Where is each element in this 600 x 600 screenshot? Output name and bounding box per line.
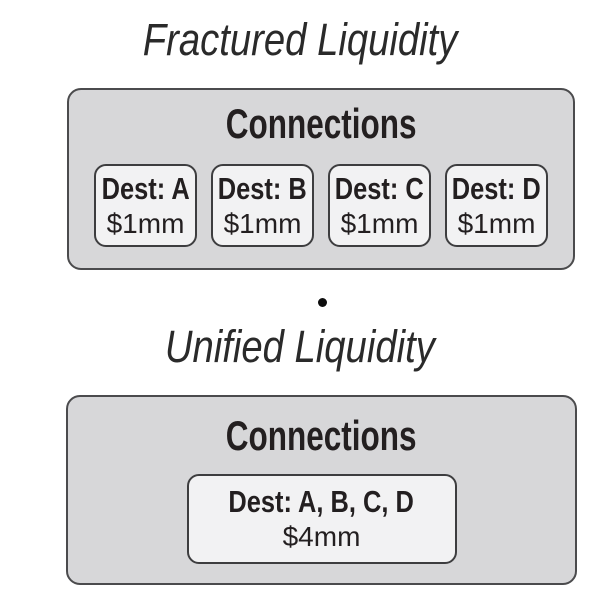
dest-node-a: Dest: A $1mm bbox=[94, 164, 197, 247]
destination-node-row: Dest: A $1mm Dest: B $1mm Dest: C $1mm D… bbox=[69, 164, 573, 247]
dest-label: Dest: C bbox=[335, 170, 424, 206]
dest-label: Dest: B bbox=[218, 170, 307, 206]
separator-dot-icon bbox=[318, 298, 327, 307]
panel-title: Connections bbox=[69, 100, 573, 148]
dest-label: Dest: A bbox=[101, 170, 190, 206]
dest-node-b: Dest: B $1mm bbox=[211, 164, 314, 247]
panel-title: Connections bbox=[68, 412, 575, 460]
dest-node-c: Dest: C $1mm bbox=[328, 164, 431, 247]
dest-node-d: Dest: D $1mm bbox=[445, 164, 548, 247]
section-title-text: Unified Liquidity bbox=[164, 321, 436, 372]
dest-label: Dest: D bbox=[452, 170, 541, 206]
panel-title-text: Connections bbox=[225, 100, 417, 147]
section-title-fractured-liquidity: Fractured Liquidity bbox=[0, 14, 600, 66]
amount-label: $1mm bbox=[340, 207, 419, 239]
connections-panel-unified: Connections Dest: A, B, C, D $4mm bbox=[66, 395, 577, 585]
amount-label: $1mm bbox=[457, 207, 536, 239]
dest-label: Dest: A, B, C, D bbox=[228, 484, 415, 519]
amount-label: $4mm bbox=[282, 521, 361, 552]
connections-panel-fractured: Connections Dest: A $1mm Dest: B $1mm De… bbox=[67, 88, 575, 270]
dest-node-unified: Dest: A, B, C, D $4mm bbox=[186, 474, 457, 564]
amount-label: $1mm bbox=[223, 207, 302, 239]
panel-title-text: Connections bbox=[226, 412, 417, 459]
amount-label: $1mm bbox=[106, 207, 185, 239]
section-title-text: Fractured Liquidity bbox=[142, 14, 458, 65]
section-title-unified-liquidity: Unified Liquidity bbox=[0, 321, 600, 373]
